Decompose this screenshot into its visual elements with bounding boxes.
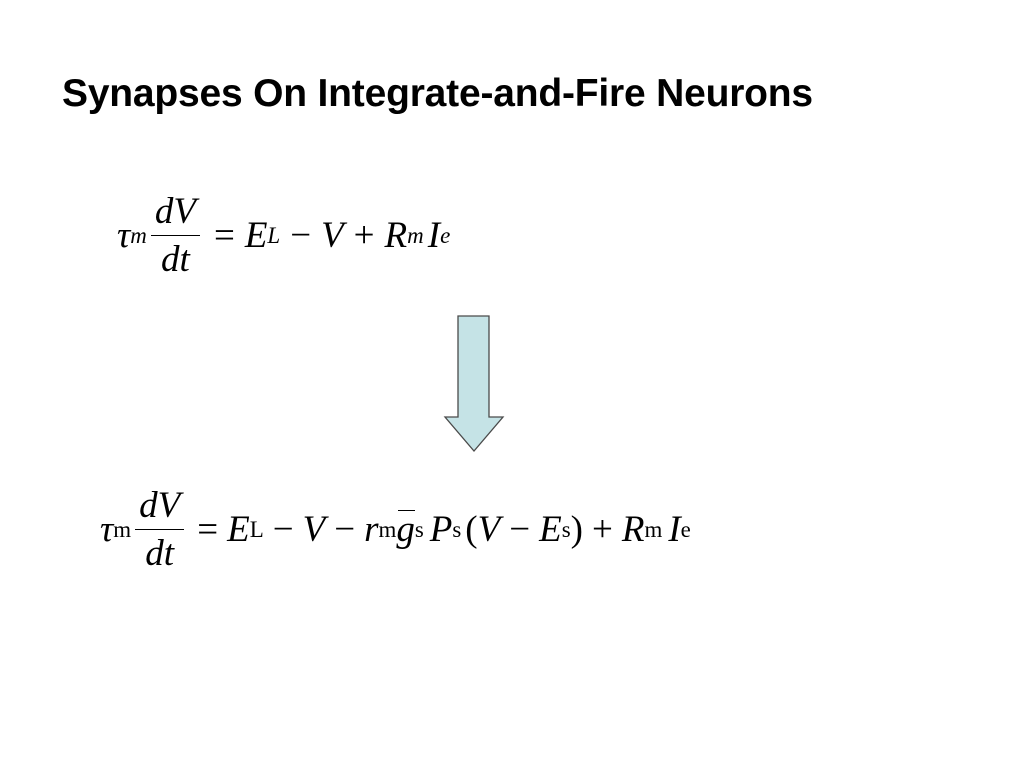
resistance-symbol: R — [621, 509, 645, 550]
resistance-symbol: R — [384, 215, 408, 256]
fraction-denominator: dt — [160, 239, 190, 280]
reversal-potential: E — [227, 509, 250, 550]
voltage-symbol: V — [321, 215, 344, 256]
minus-sign: − — [509, 509, 531, 550]
current-symbol: I — [668, 509, 681, 550]
voltage-symbol: V — [302, 509, 326, 550]
minus-sign: − — [334, 509, 356, 550]
slide-title: Synapses On Integrate-and-Fire Neurons — [62, 72, 813, 115]
left-paren: ( — [465, 509, 478, 550]
fraction-numerator: dV — [154, 191, 196, 232]
minus-sign: − — [290, 215, 312, 256]
derivative-fraction: dV dt — [150, 190, 200, 281]
tau-symbol: τ — [117, 215, 131, 256]
fraction-numerator: dV — [139, 485, 181, 526]
reversal-potential: E — [244, 215, 268, 256]
right-paren: ) — [570, 509, 583, 550]
plus-sign: + — [591, 509, 613, 550]
equals-sign: = — [213, 215, 235, 256]
tau-symbol: τ — [100, 509, 114, 550]
open-probability-symbol: P — [429, 509, 453, 550]
down-arrow-icon — [443, 315, 505, 453]
plus-sign: + — [353, 215, 375, 256]
fraction-denominator: dt — [145, 533, 175, 574]
synaptic-reversal-potential: E — [539, 509, 562, 550]
minus-sign: − — [272, 509, 294, 550]
fraction-bar — [135, 529, 185, 530]
voltage-symbol: V — [477, 509, 501, 550]
max-conductance-symbol: g — [396, 509, 415, 550]
specific-resistance-symbol: r — [364, 509, 379, 550]
equals-sign: = — [197, 509, 219, 550]
derivative-fraction: dV dt — [135, 484, 185, 575]
current-symbol: I — [427, 215, 441, 256]
fraction-bar — [150, 235, 200, 236]
